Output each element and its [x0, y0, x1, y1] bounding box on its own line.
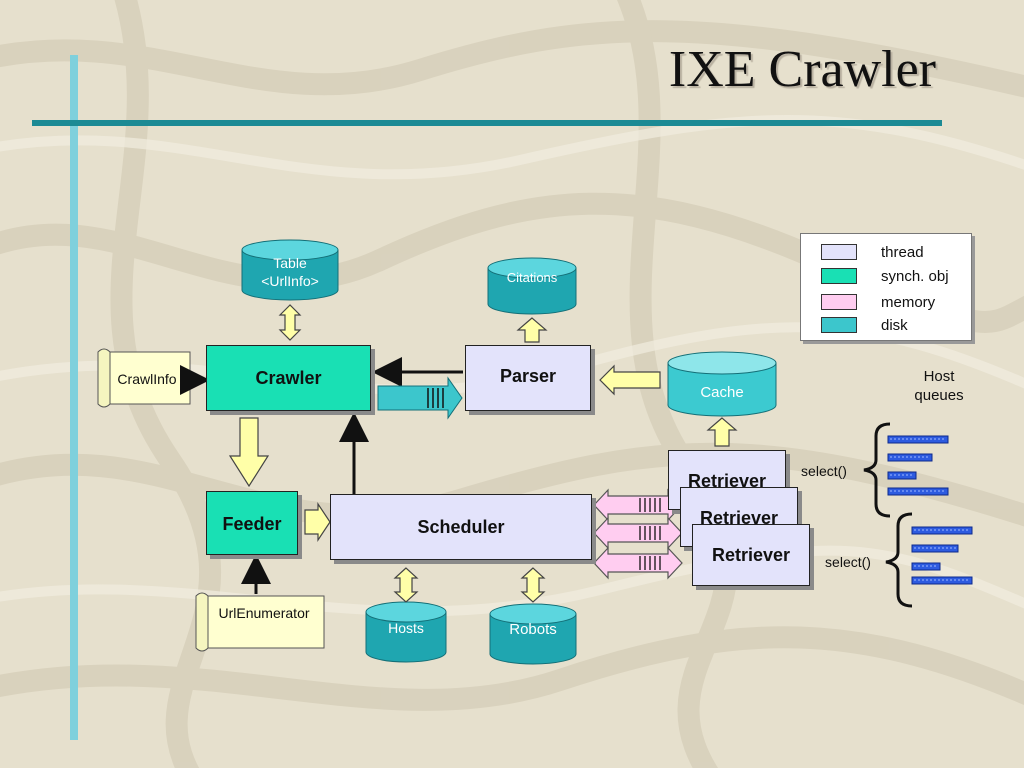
host-queues-line2: queues — [914, 387, 964, 404]
table-label: Table <UrlInfo> — [242, 254, 338, 290]
vertical-accent-bar — [70, 55, 78, 740]
retriever-label-2: Retriever — [699, 508, 779, 528]
crawler-label: Crawler — [255, 367, 322, 388]
scheduler-label: Scheduler — [417, 516, 505, 537]
crawlinfo-label: CrawlInfo — [117, 371, 177, 387]
parser-node: Parser — [465, 345, 591, 411]
hosts-label: Hosts — [388, 620, 424, 636]
scheduler-node: Scheduler — [330, 494, 592, 560]
legend-label-thread: thread — [881, 243, 924, 261]
retriever-label-1: Retriever — [687, 471, 767, 491]
host-queues-line1: Host — [923, 368, 955, 385]
citations-label: Citations — [506, 270, 558, 285]
legend-swatch-thread — [821, 244, 857, 260]
legend-item-thread: thread — [821, 242, 924, 262]
legend: thread synch. obj memory disk — [800, 233, 972, 341]
urlenumerator-label: UrlEnumerator — [218, 605, 310, 621]
parser-label: Parser — [499, 366, 557, 386]
crawler-node: Crawler — [206, 345, 371, 411]
table-label-line1: Table — [273, 255, 307, 271]
select-label-2: select() — [825, 554, 871, 570]
legend-item-memory: memory — [821, 292, 935, 312]
legend-swatch-disk — [821, 317, 857, 333]
legend-label-synch: synch. obj — [881, 267, 949, 285]
legend-item-disk: disk — [821, 315, 908, 335]
retriever-label-3: Retriever — [711, 545, 791, 565]
legend-label-disk: disk — [881, 316, 908, 334]
legend-swatch-synch — [821, 268, 857, 284]
host-queues-note: Host queues — [894, 367, 984, 405]
legend-item-synch: synch. obj — [821, 266, 949, 286]
title-underline-bar — [32, 120, 942, 126]
legend-label-memory: memory — [881, 293, 936, 311]
legend-swatch-memory — [821, 294, 857, 310]
feeder-label: Feeder — [222, 514, 282, 534]
feeder-node: Feeder — [206, 491, 298, 555]
cache-label: Cache — [700, 384, 744, 401]
select-label-1: select() — [801, 463, 847, 479]
robots-label: Robots — [509, 621, 557, 638]
table-label-line2: <UrlInfo> — [261, 273, 319, 289]
page-title: IXE Crawler — [668, 41, 936, 98]
retriever-node-3: Retriever — [692, 524, 810, 586]
